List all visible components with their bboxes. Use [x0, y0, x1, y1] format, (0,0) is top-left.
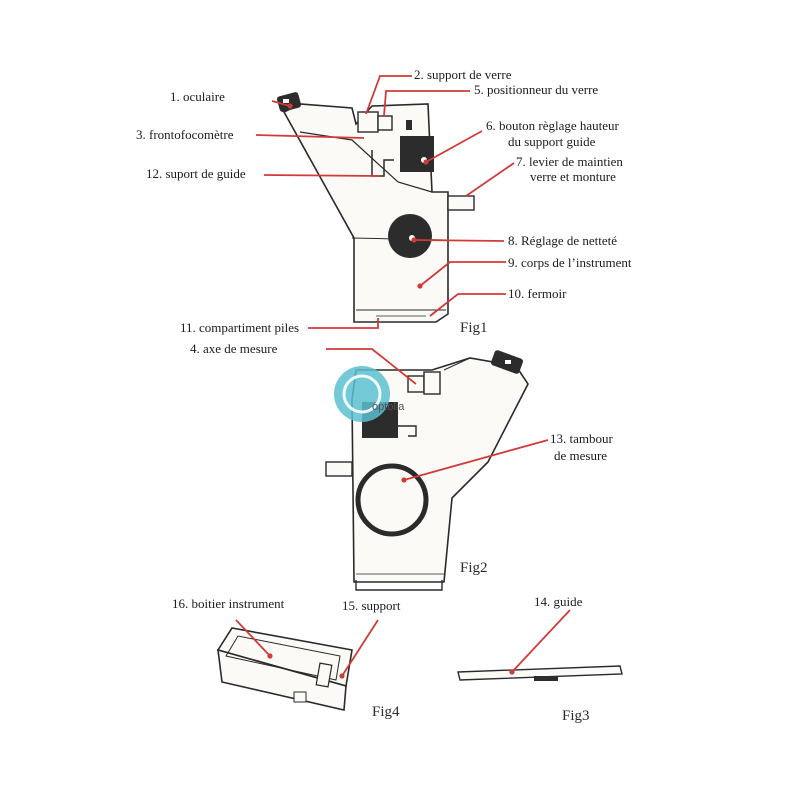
- caption-fig4: Fig4: [372, 704, 400, 720]
- watermark-text: optolia: [372, 401, 405, 413]
- label-guide: 14. guide: [534, 594, 583, 609]
- fig1-instrument: [276, 92, 475, 323]
- label-corps-de-linstrument: 9. corps de l’instrument: [508, 255, 632, 270]
- labels: 1. oculaire 2. support de verre 5. posit…: [136, 67, 632, 613]
- label-tambour: 13. tambour: [550, 431, 613, 446]
- label-compartiment-piles: 11. compartiment piles: [180, 320, 299, 335]
- label-du-support-guide: du support guide: [508, 134, 596, 149]
- measuring-drum-shape: [355, 463, 429, 537]
- label-levier-de-maintien: 7. levier de maintien: [516, 154, 623, 169]
- case-support-shape: [315, 662, 333, 688]
- label-frontofocometre: 3. frontofocomètre: [136, 127, 234, 142]
- label-reglage-de-nettete: 8. Réglage de netteté: [508, 233, 617, 248]
- fig3-guide: [457, 665, 623, 681]
- label-support: 15. support: [342, 598, 401, 613]
- label-suport-de-guide: 12. suport de guide: [146, 166, 246, 181]
- label-positionneur-du-verre: 5. positionneur du verre: [474, 82, 598, 97]
- eyepiece-shape: [276, 92, 302, 112]
- label-axe-de-mesure: 4. axe de mesure: [190, 341, 278, 356]
- watermark-logo: optolia: [334, 366, 405, 422]
- label-verre-et-monture: verre et monture: [530, 169, 616, 184]
- label-bouton-reglage-hauteur: 6. bouton règlage hauteur: [486, 118, 620, 133]
- label-fermoir: 10. fermoir: [508, 286, 567, 301]
- label-support-de-verre: 2. support de verre: [414, 67, 512, 82]
- caption-fig1: Fig1: [460, 320, 488, 336]
- lens-support-shape: [357, 111, 379, 133]
- height-knob-shape: [400, 136, 434, 172]
- caption-fig3: Fig3: [562, 708, 590, 724]
- leader-lines: [235, 75, 571, 677]
- caption-fig2: Fig2: [460, 560, 488, 576]
- label-de-mesure: de mesure: [554, 448, 607, 463]
- figure-captions: Fig1 Fig2 Fig3 Fig4: [372, 320, 590, 724]
- label-boitier-instrument: 16. boitier instrument: [172, 596, 285, 611]
- leader-dots: [267, 103, 515, 679]
- lever-shape: [447, 195, 475, 211]
- guide-shape: [457, 665, 623, 681]
- label-oculaire: 1. oculaire: [170, 89, 225, 104]
- fig4-case: [216, 627, 353, 711]
